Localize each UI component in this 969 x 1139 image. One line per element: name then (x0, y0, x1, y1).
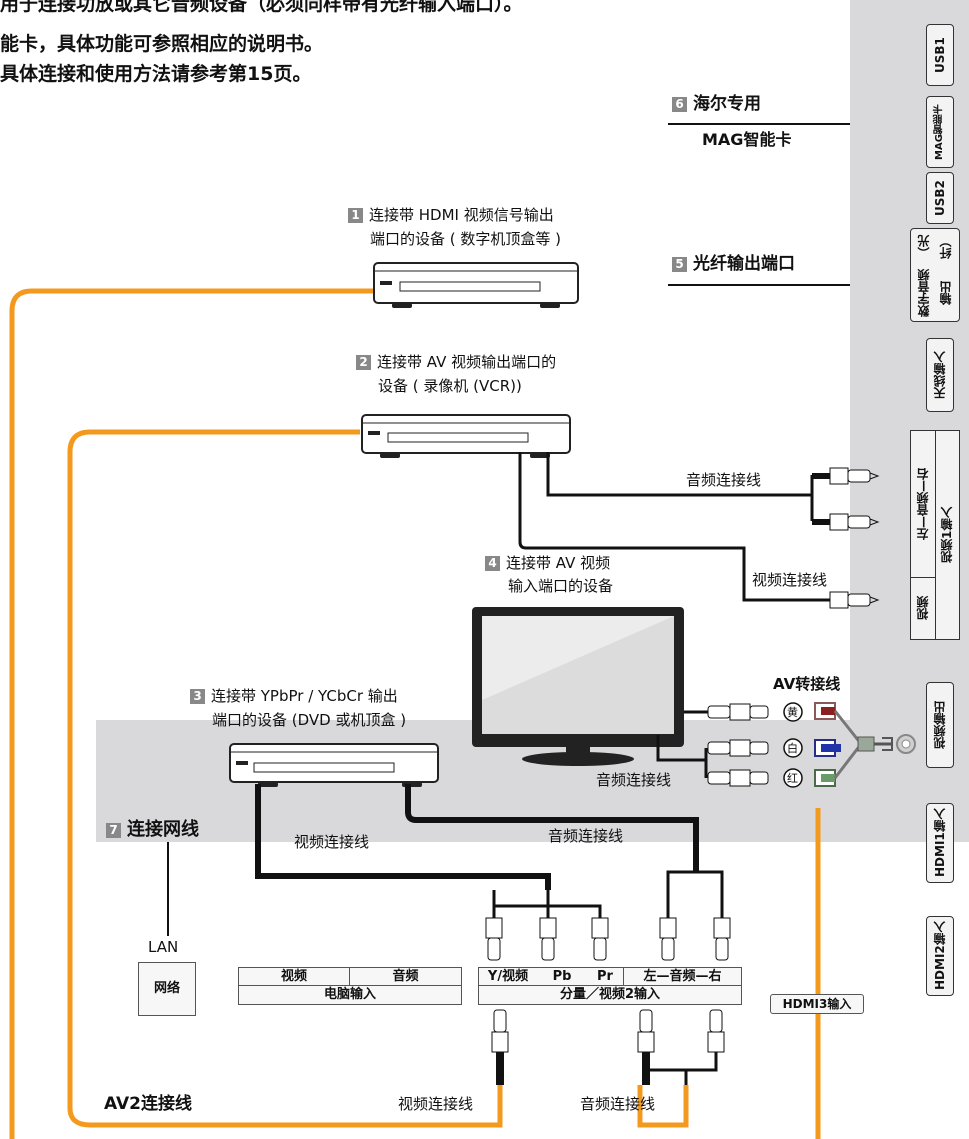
port-av1-group-label: 视频1输入 (940, 506, 954, 564)
hdmi-settop-box (373, 262, 579, 308)
cable-label-video-av2: 视频连接线 (398, 1095, 474, 1113)
port-optical-line1: 数字音频输出 (917, 269, 953, 318)
header-line-2: 能卡，具体功能可参照相应的说明书。 (0, 33, 324, 55)
port-comp-y[interactable]: Y/视频 (479, 968, 537, 986)
callout-1-line-2: 端口的设备 ( 数字机顶盒等 ) (370, 230, 562, 248)
port-network-label: 网络 (153, 981, 180, 996)
av2-audio-orange (637, 1085, 689, 1128)
port-usb2-label: USB2 (933, 180, 947, 216)
port-hdmi3[interactable]: HDMI3输入 (770, 994, 864, 1014)
cable-label-av-adapter: AV转接线 (773, 675, 841, 693)
port-optical-line2: （光纤） (917, 235, 953, 260)
av-cable-vcr-left (67, 429, 503, 1128)
port-av1-group: 左—音频—右 视频 视频1输入 (910, 430, 960, 640)
rca-plug-av1-video (829, 591, 880, 609)
header-line-3: 具体连接和使用方法请参考第15页。 (0, 63, 312, 85)
port-optical-out[interactable]: 数字音频输出 （光纤） (910, 228, 960, 322)
cable-label-av2: AV2连接线 (104, 1094, 192, 1114)
adapter-red-label: 红 (787, 772, 798, 785)
port-video-out[interactable]: 视频输出 (926, 682, 954, 768)
av-adapter-plug-red (707, 769, 769, 787)
rca-plug-av1-left (812, 467, 880, 485)
cable-label-video-vcr: 视频连接线 (752, 571, 828, 589)
port-mag-label: MAG智能卡 (934, 104, 945, 160)
port-usb2[interactable]: USB2 (926, 172, 954, 224)
port-av1-audio-label: 左—音频—右 (916, 468, 930, 540)
port-hdmi1-label: HDMI1输入 (933, 808, 947, 878)
port-hdmi1[interactable]: HDMI1输入 (926, 803, 954, 883)
port-comp-group-label: 分量／视频2输入 (559, 987, 661, 1002)
callout-4-line-2: 输入端口的设备 (508, 577, 614, 595)
port-comp-pr[interactable]: Pr (587, 968, 624, 986)
adapter-white-label: 白 (787, 742, 798, 755)
port-hdmi2-label: HDMI2输入 (933, 921, 947, 991)
callout-3-line-2: 端口的设备 (DVD 或机顶盒 ) (212, 711, 407, 729)
cable-label-audio-tv: 音频连接线 (596, 771, 672, 789)
port-av1-video-label: 视频 (916, 596, 930, 620)
callout-6-line-2: MAG智能卡 (702, 130, 792, 149)
port-pc-input-group: 视频 音频 电脑输入 (238, 967, 462, 1005)
port-usb1-label: USB1 (933, 37, 947, 73)
component-plugs-top (485, 917, 731, 961)
port-comp-pb[interactable]: Pb (537, 968, 587, 986)
port-antenna[interactable]: 天线输入 (926, 338, 954, 412)
port-component-group: Y/视频 Pb Pr 左—音频—右 分量／视频2输入 (478, 967, 742, 1005)
av-adapter-plug-yellow (707, 703, 769, 721)
cable-label-video-dvd: 视频连接线 (294, 833, 370, 851)
port-comp-audio[interactable]: 左—音频—右 (624, 968, 741, 986)
port-usb1[interactable]: USB1 (926, 24, 954, 86)
hdmi-cable-left (9, 288, 376, 1139)
port-hdmi3-label: HDMI3输入 (782, 997, 852, 1011)
cable-label-audio-av2: 音频连接线 (580, 1095, 656, 1113)
port-pc-group-label: 电脑输入 (323, 987, 376, 1002)
rca-plug-av1-right (812, 513, 880, 531)
port-video-out-label: 视频输出 (933, 701, 947, 749)
dvd-player (229, 743, 439, 787)
cable-label-audio-dvd: 音频连接线 (548, 827, 624, 845)
header-line-1: 用于连接功放或其它音频设备（必须同样带有光纤输入端口）。 (0, 0, 523, 15)
port-pc-audio[interactable]: 音频 (350, 968, 461, 986)
port-network[interactable]: 网络 (138, 962, 196, 1016)
port-mag-card[interactable]: MAG智能卡 (926, 96, 954, 168)
port-pc-video[interactable]: 视频 (239, 968, 350, 986)
port-hdmi2[interactable]: HDMI2输入 (926, 916, 954, 996)
tv-monitor (472, 607, 684, 766)
port-antenna-label: 天线输入 (933, 351, 947, 399)
lan-label: LAN (148, 938, 179, 956)
av-adapter-plug-white (707, 739, 769, 757)
adapter-yellow-label: 黄 (787, 706, 798, 719)
component-plugs-bottom (491, 1009, 725, 1085)
vcr-device (361, 414, 571, 458)
cable-label-audio-vcr: 音频连接线 (686, 471, 762, 489)
callout-2-line-2: 设备 ( 录像机 (VCR)) (378, 377, 522, 395)
